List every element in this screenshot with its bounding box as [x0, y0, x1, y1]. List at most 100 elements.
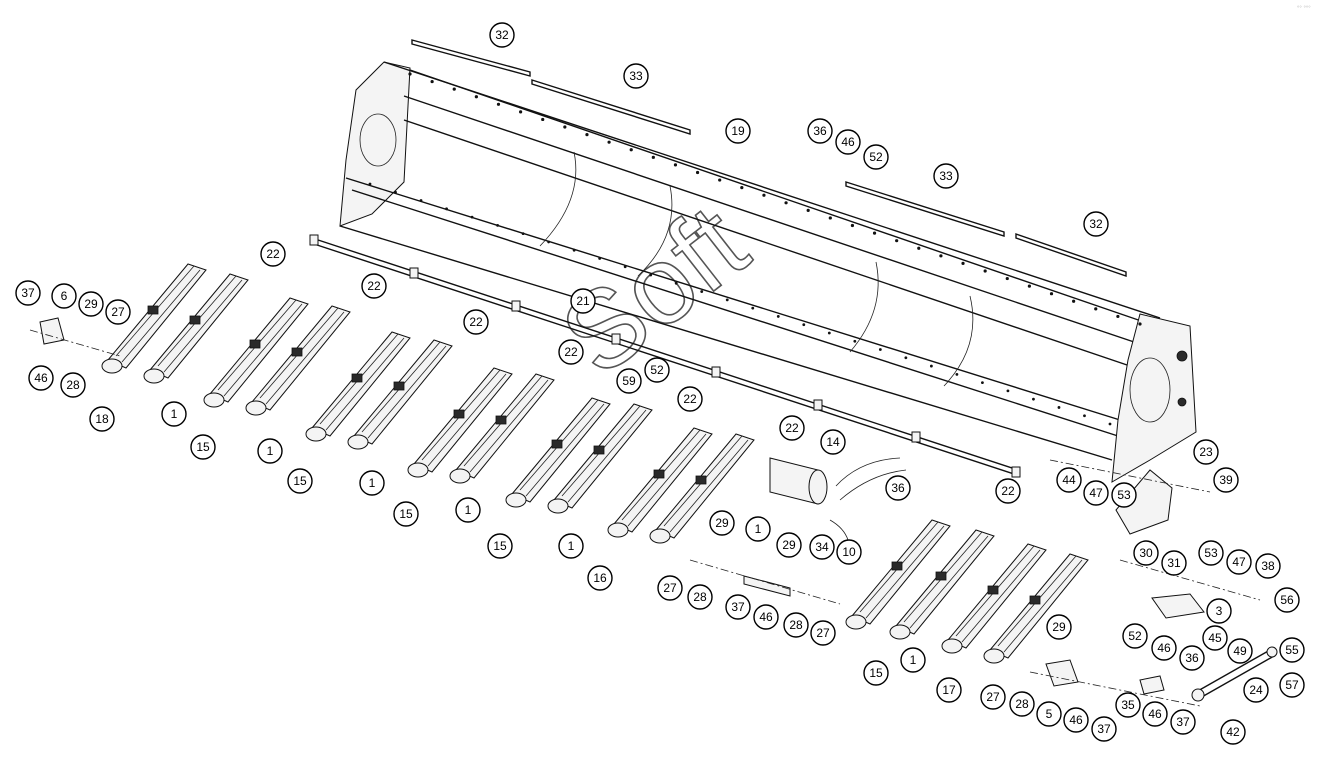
callout-1: 1 — [161, 401, 187, 427]
callout-27: 27 — [105, 299, 131, 325]
callout-label: 38 — [1261, 559, 1275, 573]
callout-32: 32 — [489, 22, 515, 48]
callout-42: 42 — [1220, 719, 1246, 745]
callout-label: 30 — [1139, 546, 1153, 560]
callout-label: 36 — [813, 124, 827, 138]
callout-label: 14 — [826, 435, 840, 449]
callout-46: 46 — [1142, 701, 1168, 727]
callout-label: 22 — [367, 279, 381, 293]
callout-label: 27 — [816, 626, 830, 640]
callout-label: 34 — [815, 540, 829, 554]
callout-19: 19 — [725, 118, 751, 144]
callout-46: 46 — [753, 604, 779, 630]
callout-label: 55 — [1285, 643, 1299, 657]
callout-22: 22 — [260, 241, 286, 267]
callout-label: 53 — [1117, 488, 1131, 502]
callout-15: 15 — [863, 660, 889, 686]
callout-17: 17 — [936, 677, 962, 703]
drum-part — [769, 457, 907, 541]
callout-label: 28 — [789, 618, 803, 632]
corner-mark: °° °°° — [1297, 6, 1311, 12]
callout-21: 21 — [570, 288, 596, 314]
callout-47: 47 — [1083, 480, 1109, 506]
row-unit — [607, 427, 713, 538]
callout-label: 15 — [293, 474, 307, 488]
callout-label: 6 — [61, 289, 68, 303]
callout-label: 24 — [1249, 683, 1263, 697]
callout-label: 36 — [891, 481, 905, 495]
row-unit — [347, 339, 453, 450]
callout-label: 17 — [942, 683, 956, 697]
callout-label: 15 — [399, 507, 413, 521]
row-unit — [649, 433, 755, 544]
callout-label: 29 — [782, 538, 796, 552]
callout-1: 1 — [257, 438, 283, 464]
callout-36: 36 — [1179, 645, 1205, 671]
callout-37: 37 — [725, 594, 751, 620]
row-unit — [505, 397, 611, 508]
callout-label: 18 — [95, 412, 109, 426]
callout-label: 22 — [1001, 484, 1015, 498]
callout-24: 24 — [1243, 677, 1269, 703]
callout-46: 46 — [835, 129, 861, 155]
callout-label: 49 — [1233, 644, 1247, 658]
callout-label: 59 — [622, 374, 636, 388]
callout-label: 22 — [266, 247, 280, 261]
callout-55: 55 — [1279, 637, 1305, 663]
callout-47: 47 — [1226, 549, 1252, 575]
callout-label: 5 — [1046, 707, 1053, 721]
small-parts — [39, 317, 1205, 695]
callout-label: 47 — [1089, 486, 1103, 500]
callout-label: 32 — [495, 28, 509, 42]
callout-label: 53 — [1204, 546, 1218, 560]
callout-3: 3 — [1206, 598, 1232, 624]
callout-label: 31 — [1167, 556, 1181, 570]
callout-37: 37 — [1170, 709, 1196, 735]
callout-37: 37 — [1091, 716, 1117, 742]
row-unit — [845, 519, 951, 630]
row-unit — [547, 403, 653, 514]
link-arm — [1191, 646, 1278, 702]
callout-label: 56 — [1280, 593, 1294, 607]
row-unit — [449, 373, 555, 484]
callout-10: 10 — [836, 539, 862, 565]
callout-53: 53 — [1198, 540, 1224, 566]
callout-label: 52 — [650, 363, 664, 377]
callout-label: 21 — [576, 294, 590, 308]
callout-53: 53 — [1111, 482, 1137, 508]
bracket-23 — [1115, 469, 1173, 535]
callout-label: 46 — [1157, 641, 1171, 655]
callout-label: 46 — [1069, 713, 1083, 727]
callout-1: 1 — [455, 497, 481, 523]
callout-label: 1 — [171, 407, 178, 421]
callout-31: 31 — [1161, 550, 1187, 576]
callout-label: 37 — [1176, 715, 1190, 729]
callout-27: 27 — [980, 684, 1006, 710]
row-unit — [245, 305, 351, 416]
callout-59: 59 — [616, 368, 642, 394]
callout-39: 39 — [1213, 467, 1239, 493]
callout-5: 5 — [1036, 701, 1062, 727]
callout-label: 27 — [986, 690, 1000, 704]
callout-29: 29 — [776, 532, 802, 558]
callout-label: 37 — [1097, 722, 1111, 736]
callout-22: 22 — [463, 309, 489, 335]
callout-27: 27 — [810, 620, 836, 646]
callout-57: 57 — [1279, 672, 1305, 698]
callout-1: 1 — [558, 533, 584, 559]
callout-label: 19 — [731, 124, 745, 138]
callout-label: 44 — [1062, 473, 1076, 487]
callout-15: 15 — [287, 468, 313, 494]
callout-label: 37 — [21, 286, 35, 300]
callout-37: 37 — [15, 280, 41, 306]
callout-label: 1 — [568, 539, 575, 553]
callout-label: 46 — [34, 371, 48, 385]
callout-34: 34 — [809, 534, 835, 560]
callout-label: 33 — [629, 69, 643, 83]
callout-label: 15 — [196, 440, 210, 454]
callout-28: 28 — [60, 372, 86, 398]
callout-46: 46 — [1151, 635, 1177, 661]
callout-label: 3 — [1216, 604, 1223, 618]
callout-29: 29 — [709, 510, 735, 536]
callout-label: 47 — [1232, 555, 1246, 569]
